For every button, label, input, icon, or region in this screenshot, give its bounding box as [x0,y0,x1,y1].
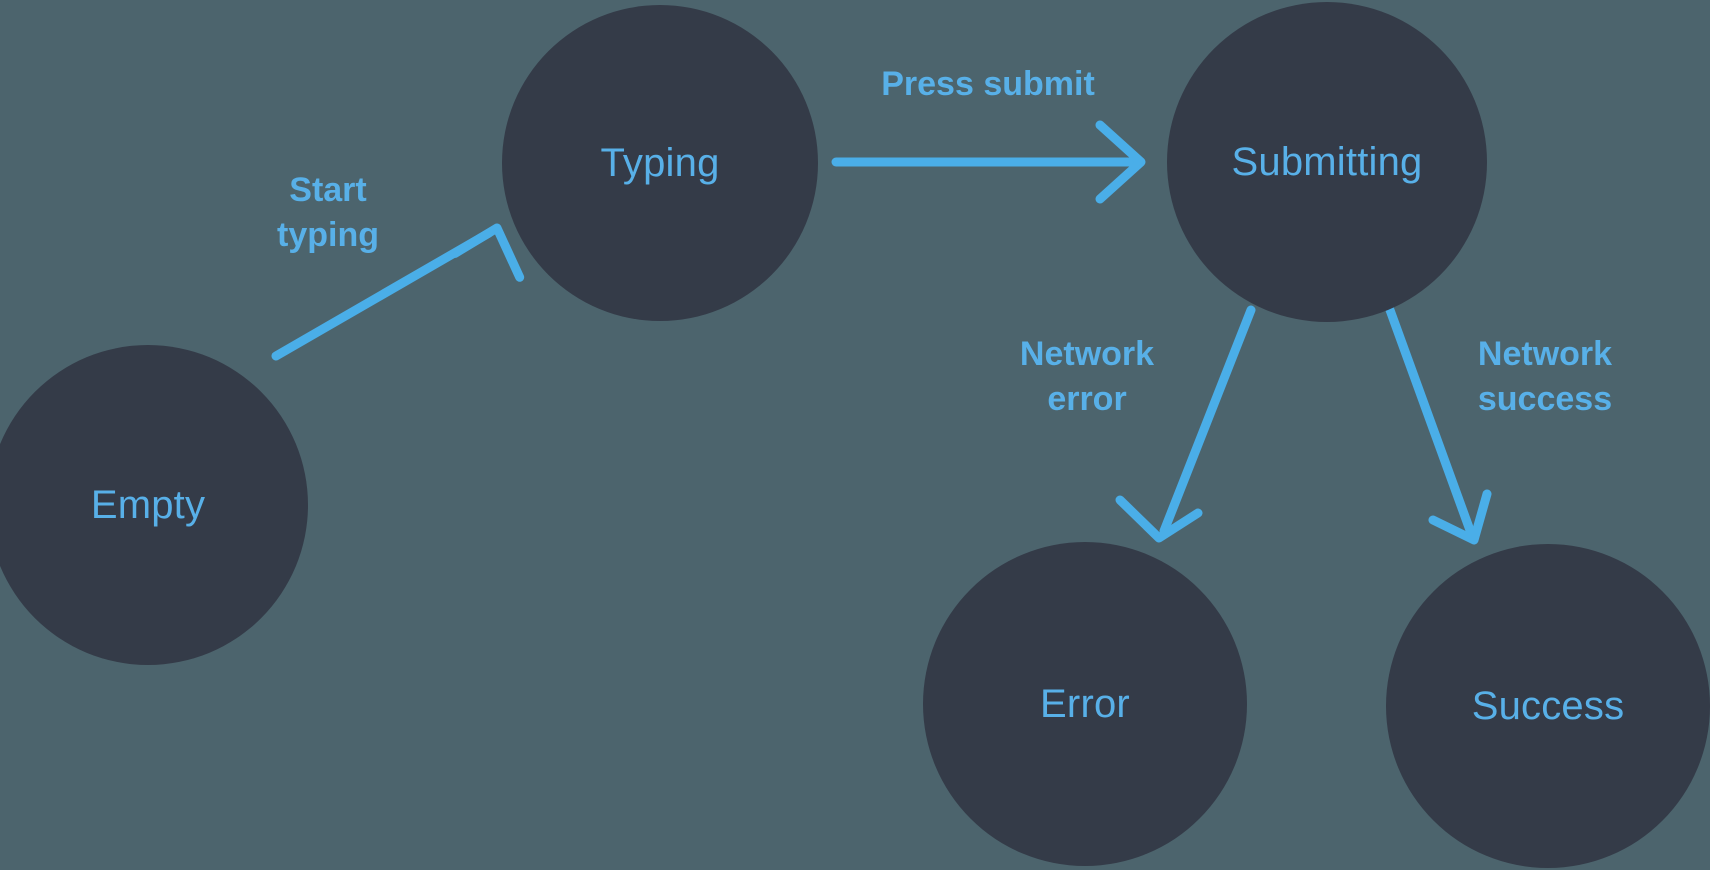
state-node-error[interactable]: Error [923,542,1247,866]
transition-label-start-typing: Start typing [277,171,379,254]
transition-arrow-network-success [1385,305,1492,545]
state-node-submitting[interactable]: Submitting [1167,2,1487,322]
transition-label-network-success: Network success [1477,335,1613,418]
arrow-head-network-success [1428,489,1492,545]
transition-label-press-submit: Press submit [881,65,1095,103]
arrow-head-press-submit [1095,120,1146,204]
transition-arrow-press-submit [831,120,1146,204]
state-label-success: Success [1471,684,1625,728]
state-label-empty: Empty [90,483,206,527]
arrow-head-start-typing [450,223,525,282]
state-node-typing[interactable]: Typing [502,5,818,321]
state-node-success[interactable]: Success [1386,544,1710,868]
arrow-head-network-error [1115,495,1203,543]
arrow-shaft-network-error [1159,305,1256,536]
transition-arrow-network-error [1115,305,1256,543]
state-label-submitting: Submitting [1231,140,1423,184]
arrow-shaft-network-success [1385,305,1476,538]
state-label-error: Error [1040,682,1130,726]
state-label-typing: Typing [600,141,720,185]
transition-arrow-start-typing [271,223,525,361]
state-node-empty[interactable]: Empty [0,345,308,665]
transition-label-network-error: Network error [1019,335,1155,418]
